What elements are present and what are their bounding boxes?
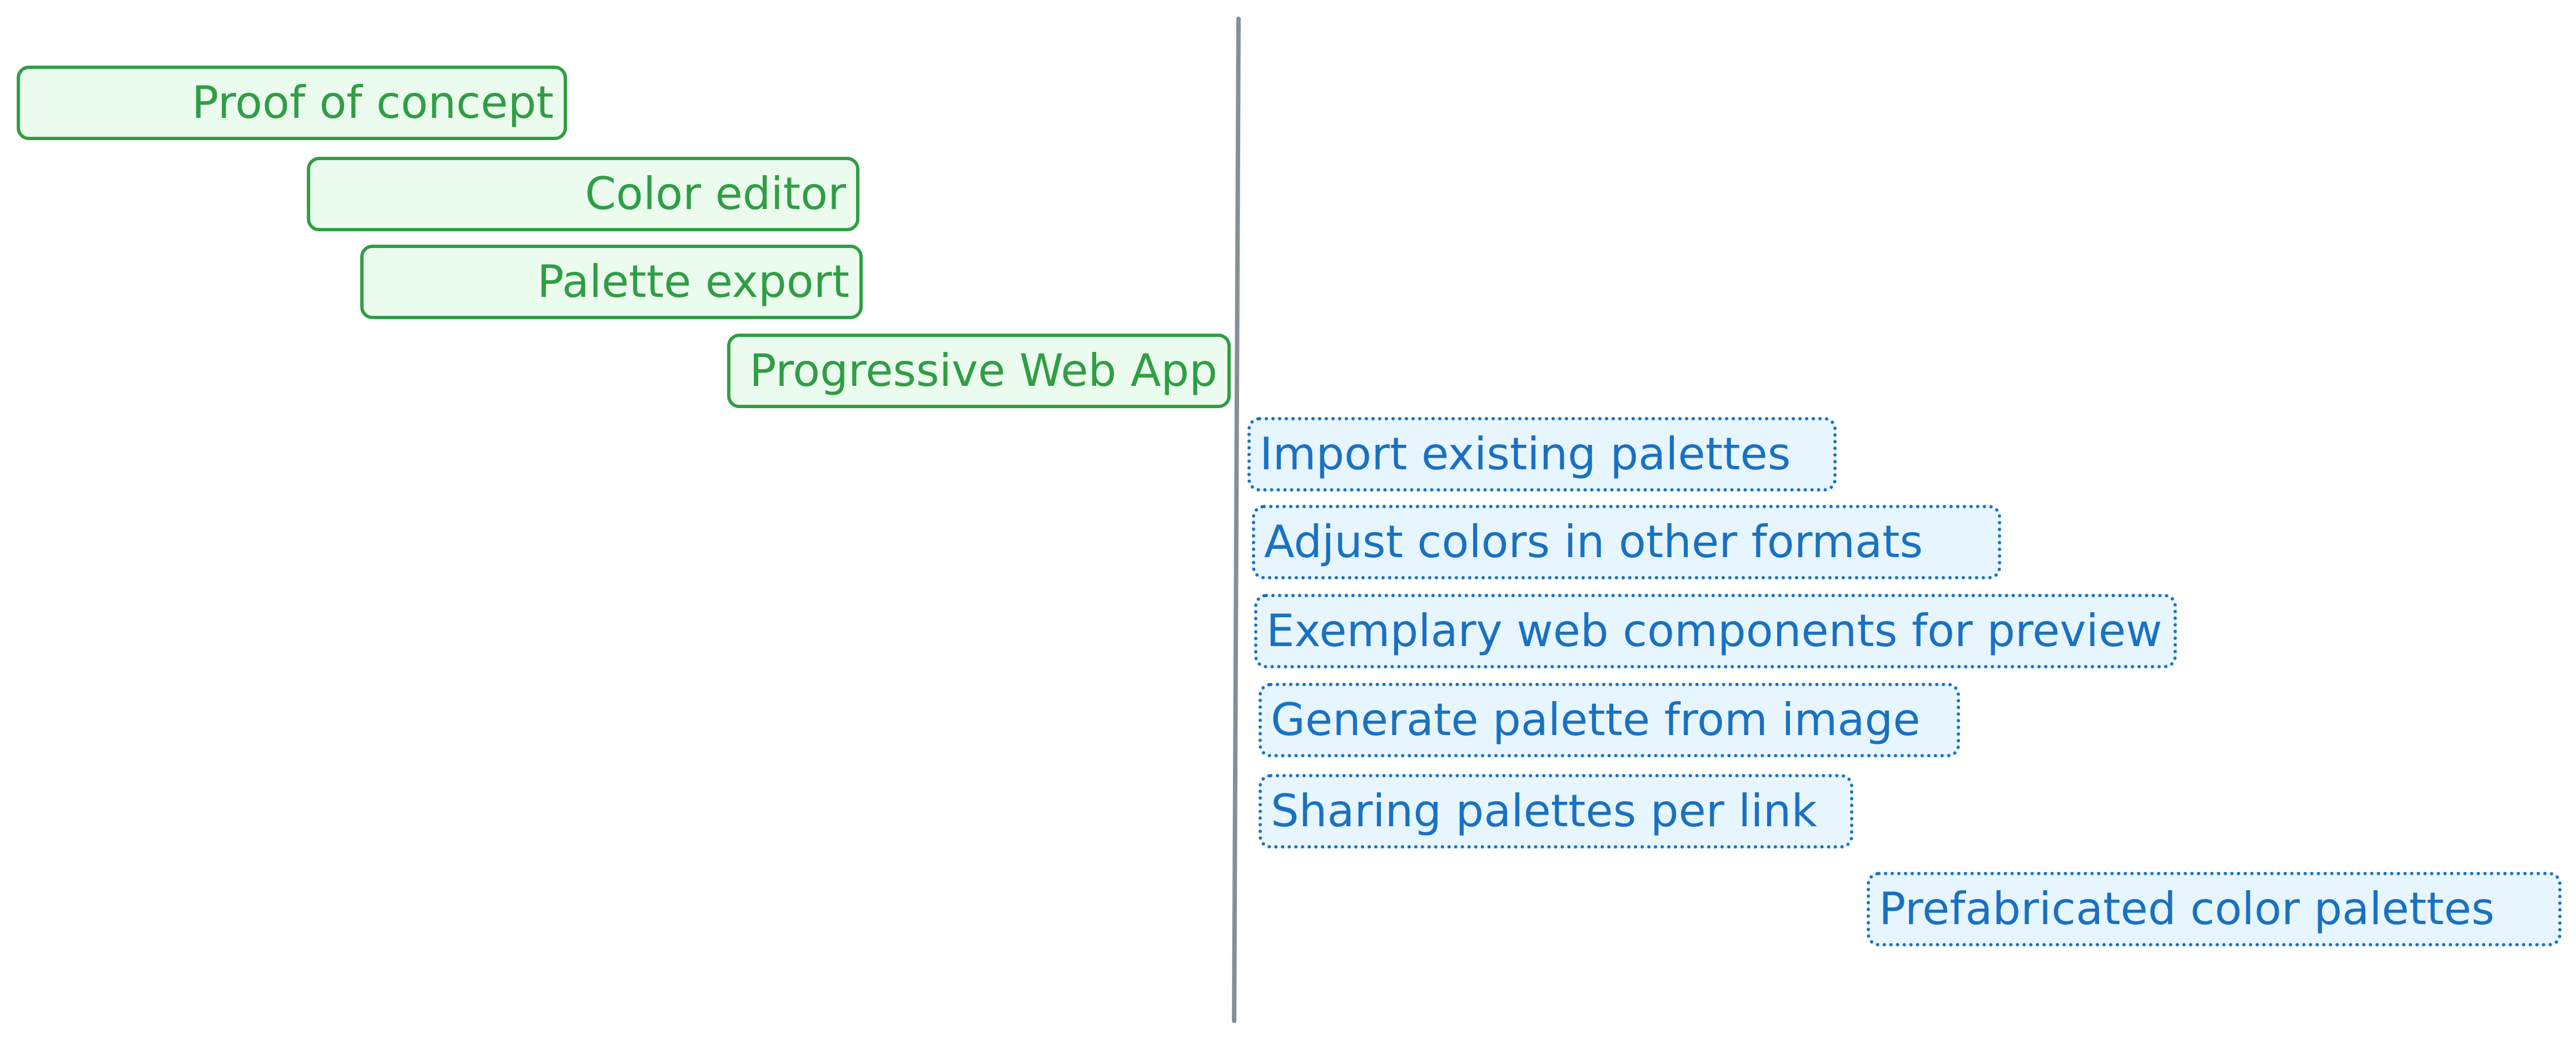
completed-item-label: Progressive Web App	[749, 345, 1217, 396]
planned-item-label: Prefabricated color palettes	[1879, 883, 2495, 935]
planned-item-exemplary-web-components: Exemplary web components for preview	[1254, 594, 2177, 668]
completed-item-progressive-web-app: Progressive Web App	[727, 334, 1231, 408]
planned-item-generate-palette-from-image: Generate palette from image	[1259, 683, 1960, 757]
timeline-divider	[1232, 16, 1241, 1024]
completed-item-palette-export: Palette export	[360, 245, 863, 319]
completed-item-proof-of-concept: Proof of concept	[17, 66, 567, 140]
planned-item-import-existing-palettes: Import existing palettes	[1247, 417, 1837, 492]
planned-item-adjust-colors-in-other-formats: Adjust colors in other formats	[1252, 505, 2001, 579]
planned-item-sharing-palettes-per-link: Sharing palettes per link	[1259, 774, 1853, 849]
completed-item-label: Palette export	[537, 256, 849, 307]
planned-item-label: Import existing palettes	[1260, 428, 1791, 480]
planned-item-label: Adjust colors in other formats	[1264, 516, 1923, 568]
planned-item-label: Sharing palettes per link	[1271, 785, 1817, 837]
completed-item-label: Proof of concept	[192, 77, 554, 128]
completed-item-label: Color editor	[585, 168, 846, 220]
planned-item-label: Generate palette from image	[1271, 694, 1921, 746]
planned-item-label: Exemplary web components for preview	[1266, 605, 2162, 657]
planned-item-prefabricated-color-palettes: Prefabricated color palettes	[1867, 872, 2562, 946]
completed-item-color-editor: Color editor	[307, 157, 859, 231]
